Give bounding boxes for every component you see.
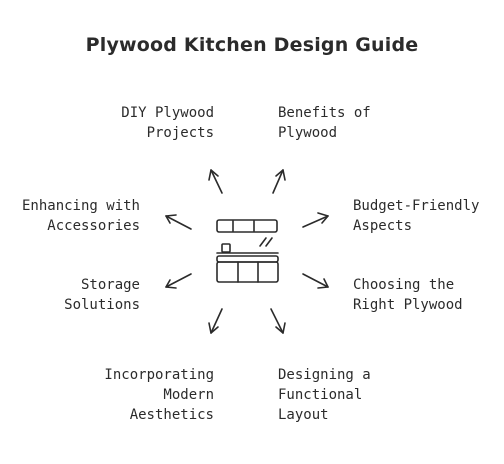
node-line: Aesthetics [129,407,214,423]
arrow-to-diy-plywood-projects [208,169,223,194]
node-choosing-the-right-plywood: Choosing the Right Plywood [353,275,463,315]
node-line: Projects [146,125,214,141]
node-line: Benefits of [278,105,371,121]
arrow-to-choosing-the-right-plywood [302,273,329,289]
arrow-to-enhancing-with-accessories [165,214,192,230]
node-line: Choosing the [353,277,455,293]
node-line: Storage [80,277,140,293]
arrow-to-benefits-of-plywood [272,169,286,194]
node-line: Layout [278,407,329,423]
node-line: Accessories [47,218,140,234]
node-line: Right Plywood [353,297,463,313]
arrow-to-designing-a-functional-layout [270,308,286,334]
node-line: Plywood [278,125,338,141]
node-line: Enhancing with [21,198,140,214]
arrow-to-budget-friendly-aspects [302,212,329,228]
arrow-to-storage-solutions [165,273,192,289]
node-line: Incorporating [104,367,214,383]
node-line: Designing a [278,367,371,383]
node-incorporating-modern-aesthetics: Incorporating Modern Aesthetics [104,365,214,425]
diagram-title: Plywood Kitchen Design Guide [85,34,419,56]
node-line: DIY Plywood [121,105,214,121]
node-line: Aspects [353,218,413,234]
node-designing-a-functional-layout: Designing a Functional Layout [278,365,371,425]
node-storage-solutions: Storage Solutions [64,275,140,315]
node-line: Budget-Friendly [353,198,480,214]
node-line: Solutions [64,297,140,313]
kitchen-cabinet-icon [216,219,279,283]
node-budget-friendly-aspects: Budget-Friendly Aspects [353,196,479,236]
node-diy-plywood-projects: DIY Plywood Projects [121,103,214,143]
node-benefits-of-plywood: Benefits of Plywood [278,103,371,143]
arrow-to-incorporating-modern-aesthetics [208,308,223,334]
node-enhancing-with-accessories: Enhancing with Accessories [22,196,140,236]
node-line: Functional [278,387,363,403]
node-line: Modern [163,387,214,403]
